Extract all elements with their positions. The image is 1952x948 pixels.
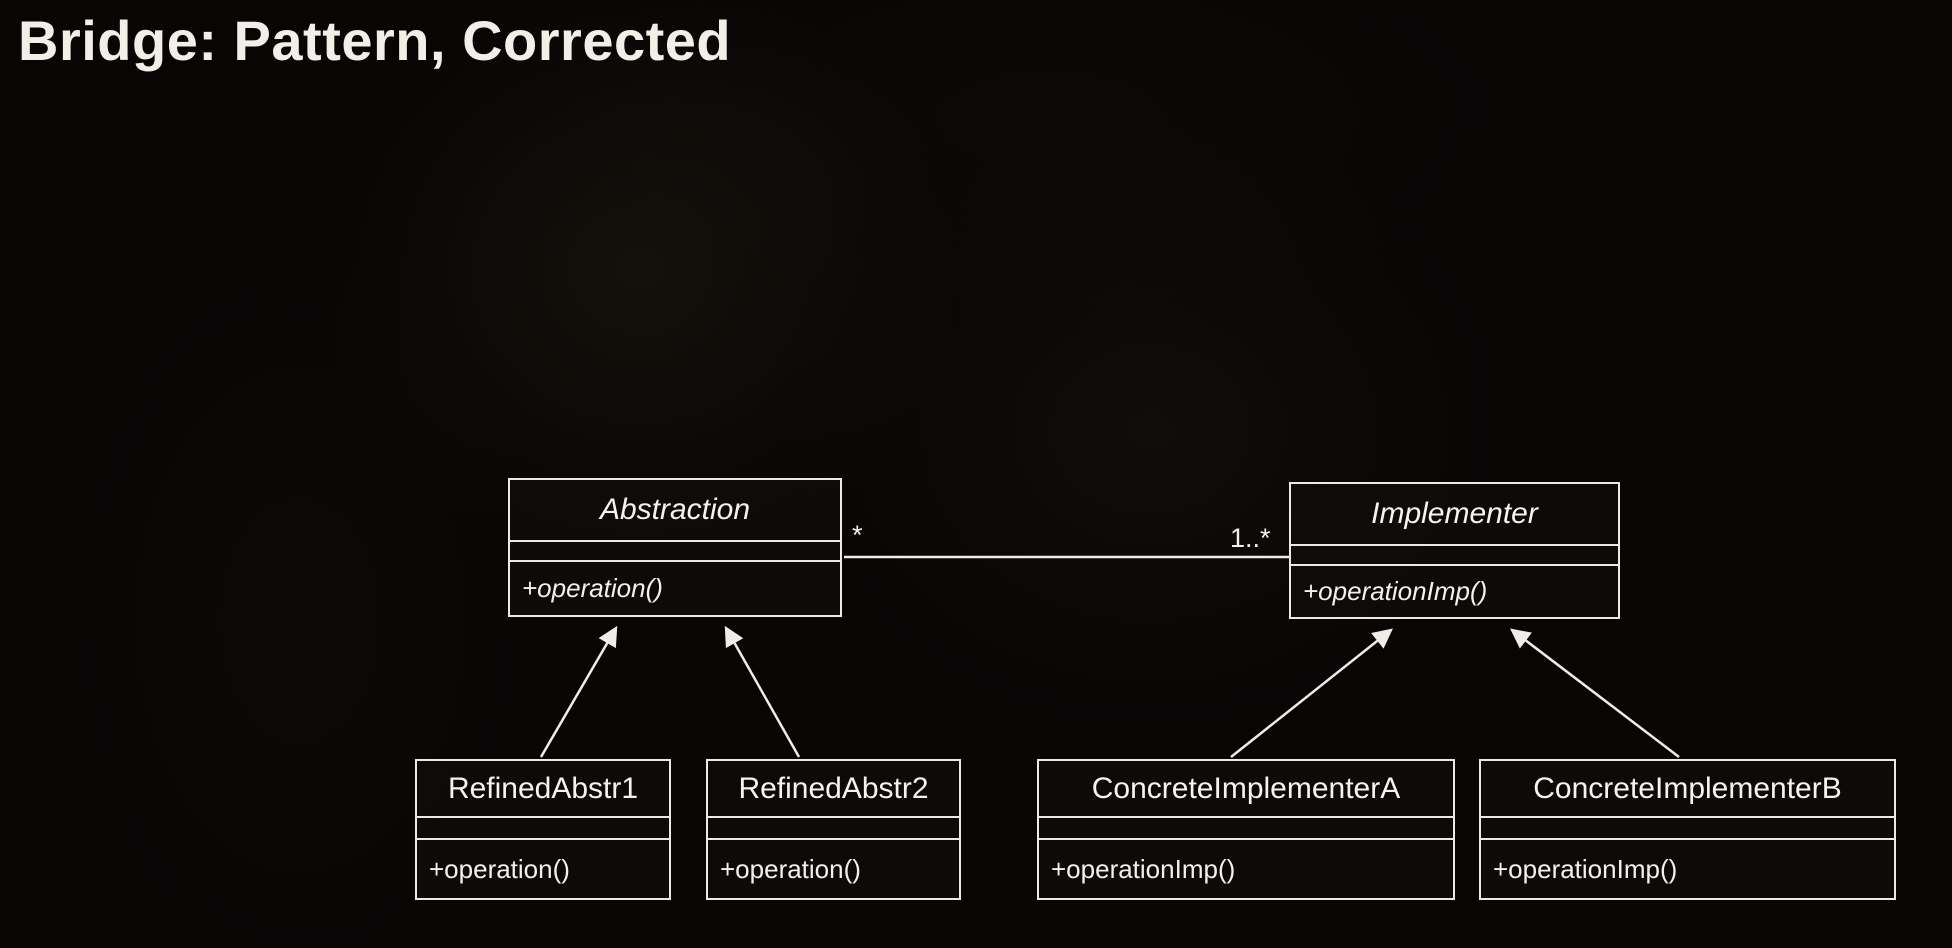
generalization-arrow-refined1: [539, 625, 618, 758]
class-refinedabstr1: RefinedAbstr1 +operation(): [415, 759, 671, 900]
class-refinedabstr1-attributes-empty: [417, 818, 669, 840]
generalization-arrow-concreteB: [1510, 628, 1680, 758]
class-refinedabstr2: RefinedAbstr2 +operation(): [706, 759, 961, 900]
class-refinedabstr1-name: RefinedAbstr1: [417, 761, 669, 818]
class-concreteimplementerb-name: ConcreteImplementerB: [1481, 761, 1894, 818]
class-refinedabstr2-operation: +operation(): [720, 853, 861, 884]
multiplicity-left: *: [852, 520, 863, 550]
class-concreteimplementerb-attributes-empty: [1481, 818, 1894, 840]
class-implementer-operation: +operationImp(): [1303, 576, 1488, 606]
class-implementer-name: Implementer: [1291, 484, 1618, 546]
class-abstraction: Abstraction +operation(): [508, 478, 842, 617]
class-concreteimplementera: ConcreteImplementerA +operationImp(): [1037, 759, 1455, 900]
generalization-arrow-concreteA: [1230, 628, 1393, 758]
class-implementer: Implementer +operationImp(): [1289, 482, 1620, 619]
class-concreteimplementerb: ConcreteImplementerB +operationImp(): [1479, 759, 1896, 900]
class-implementer-attributes-empty: [1291, 546, 1618, 566]
class-abstraction-operation: +operation(): [522, 573, 663, 603]
class-abstraction-name: Abstraction: [510, 480, 840, 542]
generalization-arrow-refined2: [724, 625, 801, 758]
class-abstraction-attributes-empty: [510, 542, 840, 562]
class-concreteimplementerb-operation: +operationImp(): [1493, 853, 1678, 884]
class-refinedabstr1-operation: +operation(): [429, 853, 570, 884]
class-concreteimplementera-operation: +operationImp(): [1051, 853, 1236, 884]
class-concreteimplementera-name: ConcreteImplementerA: [1039, 761, 1453, 818]
slide-title: Bridge: Pattern, Corrected: [18, 9, 732, 72]
class-refinedabstr2-name: RefinedAbstr2: [708, 761, 959, 818]
class-refinedabstr2-attributes-empty: [708, 818, 959, 840]
class-concreteimplementera-attributes-empty: [1039, 818, 1453, 840]
multiplicity-right: 1..*: [1230, 523, 1271, 553]
